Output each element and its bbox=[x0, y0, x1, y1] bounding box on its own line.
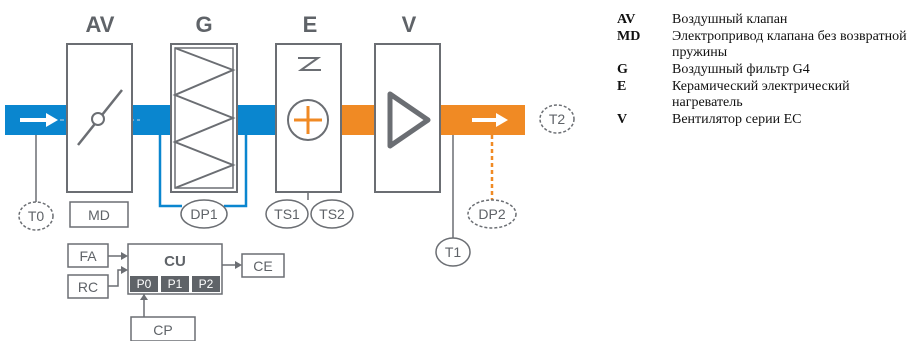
ts2-label: TS2 bbox=[319, 206, 345, 222]
port-p2 bbox=[192, 276, 220, 292]
t1-sensor bbox=[435, 237, 471, 267]
dp1-connector-in bbox=[158, 135, 182, 208]
electric-symbol-icon bbox=[297, 57, 322, 71]
ts1-sensor bbox=[265, 199, 309, 229]
port-p1 bbox=[161, 276, 189, 292]
header-e: E bbox=[303, 12, 318, 37]
cp-box bbox=[130, 316, 196, 341]
p0-to-cp-link-icon bbox=[140, 294, 148, 317]
ventilation-schematic: AV G E V MD T0 DP1 TS1 TS2 T1 DP2 T bbox=[5, 12, 575, 341]
legend-code: G bbox=[617, 62, 628, 77]
md-box bbox=[69, 201, 129, 228]
legend-desc: Вентилятор серии EC bbox=[672, 112, 802, 127]
t0-label: T0 bbox=[28, 208, 45, 224]
dp1-connector-out bbox=[224, 135, 248, 208]
legend-desc: Воздушный фильтр G4 bbox=[672, 62, 810, 77]
t0-sensor bbox=[18, 201, 54, 231]
inlet-flow-arrow-icon bbox=[20, 113, 58, 127]
port-p0 bbox=[130, 276, 158, 292]
ts2-sensor bbox=[310, 199, 354, 229]
ce-box bbox=[241, 253, 285, 278]
legend-desc: Воздушный клапан bbox=[672, 12, 788, 27]
legend-row-md: MD Электропривод клапана без возвратной … bbox=[617, 29, 913, 61]
t2-sensor bbox=[539, 104, 575, 134]
fa-to-cu-arrow-icon bbox=[108, 252, 128, 260]
fa-label: FA bbox=[79, 248, 97, 264]
dp1-sensor bbox=[180, 199, 228, 229]
ce-label: CE bbox=[253, 258, 272, 274]
legend: AV Воздушный клапан MD Электропривод кла… bbox=[617, 12, 913, 129]
legend-code: E bbox=[617, 79, 627, 94]
t1-label: T1 bbox=[445, 244, 462, 260]
port-p2-label: P2 bbox=[199, 277, 214, 291]
rc-to-cu-arrow-icon bbox=[108, 266, 128, 287]
cp-label: CP bbox=[153, 322, 172, 338]
cu-label: CU bbox=[164, 253, 186, 270]
filter-zigzag-icon bbox=[172, 47, 236, 189]
legend-desc: Керамический электрический нагреватель bbox=[672, 79, 850, 110]
header-v: V bbox=[402, 12, 417, 37]
legend-row-g: G Воздушный фильтр G4 bbox=[617, 62, 913, 78]
header-av: AV bbox=[86, 12, 115, 37]
header-g: G bbox=[195, 12, 212, 37]
t2-label: T2 bbox=[549, 111, 566, 127]
legend-code: V bbox=[617, 112, 628, 127]
legend-code: MD bbox=[617, 29, 641, 44]
damper-blade-icon bbox=[77, 89, 123, 146]
outlet-flow-arrow-icon bbox=[472, 113, 508, 127]
md-label: MD bbox=[88, 207, 110, 223]
rc-label: RC bbox=[78, 279, 98, 295]
legend-desc: Электропривод клапана без возвратной пру… bbox=[672, 29, 907, 60]
legend-row-e: E Керамический электрический нагреватель bbox=[617, 79, 913, 111]
filter-inner bbox=[174, 47, 234, 189]
cu-to-ce-arrow-icon bbox=[222, 261, 242, 269]
legend-code: AV bbox=[617, 12, 636, 27]
legend-row-v: V Вентилятор серии EC bbox=[617, 112, 913, 128]
legend-row-av: AV Воздушный клапан bbox=[617, 12, 913, 28]
ts1-label: TS1 bbox=[274, 206, 300, 222]
dp2-label: DP2 bbox=[478, 206, 505, 222]
dp2-sensor bbox=[467, 199, 517, 229]
port-p0-label: P0 bbox=[137, 277, 152, 291]
dp1-label: DP1 bbox=[190, 206, 217, 222]
heater-element-icon bbox=[287, 99, 329, 141]
port-p1-label: P1 bbox=[168, 277, 183, 291]
fan-triangle-icon bbox=[387, 91, 431, 149]
